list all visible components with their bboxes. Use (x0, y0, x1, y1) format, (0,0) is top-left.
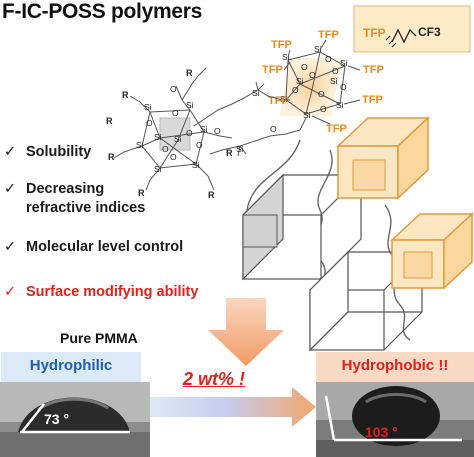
svg-text:R: R (208, 190, 215, 200)
svg-text:TFP: TFP (318, 29, 339, 41)
svg-text:O: O (270, 124, 277, 134)
svg-text:Si: Si (330, 76, 338, 86)
droplet-photo-left (0, 382, 150, 457)
svg-text:Si: Si (252, 88, 260, 98)
svg-text:O: O (214, 126, 221, 136)
svg-text:O: O (146, 118, 153, 128)
svg-text:Si: Si (154, 164, 162, 174)
svg-text:O: O (292, 85, 299, 95)
cube-orange-1 (336, 116, 430, 200)
svg-text:Si: Si (200, 124, 208, 134)
droplet-photo-right (316, 382, 474, 457)
svg-text:Si: Si (303, 110, 311, 120)
svg-text:CF3: CF3 (418, 25, 441, 39)
siloxane-linker (193, 81, 307, 157)
svg-text:O: O (301, 62, 308, 72)
cube-orange-2 (390, 212, 474, 290)
svg-text:O: O (172, 108, 179, 118)
svg-text:Si: Si (314, 44, 322, 54)
svg-text:O: O (196, 140, 203, 150)
svg-text:Si: Si (144, 102, 152, 112)
svg-text:TFP: TFP (363, 64, 384, 76)
svg-text:O: O (170, 84, 177, 94)
svg-text:Si: Si (136, 140, 144, 150)
check-icon: ✓ (4, 239, 17, 255)
bullet-surface-modifying: ✓Surface modifying ability (4, 284, 199, 300)
svg-text:Si: Si (236, 144, 244, 154)
svg-text:R: R (226, 148, 233, 158)
svg-text:TFP: TFP (326, 123, 347, 135)
hydrophobic-banner (316, 352, 474, 382)
svg-text:Si: Si (282, 52, 290, 62)
bullet-refractive-indices: ✓Decreasing refractive indices (4, 181, 146, 216)
hydrophilic-banner (1, 352, 141, 382)
check-icon: ✓ (4, 144, 17, 160)
down-arrow (208, 298, 284, 366)
concentration-label: 2 wt% ! (183, 369, 246, 389)
right-arrow (150, 387, 316, 427)
svg-text:TFP: TFP (362, 94, 383, 106)
svg-text:R: R (186, 68, 193, 78)
page-title: F-IC-POSS polymers (2, 0, 202, 23)
hydrophilic-label: Hydrophilic (29, 357, 113, 374)
svg-text:O: O (170, 152, 177, 162)
check-icon: ✓ (4, 284, 17, 300)
svg-text:Si: Si (192, 160, 200, 170)
bullet-solubility: ✓Solubility (4, 144, 92, 160)
bullet-molecular-control: ✓Molecular level control (4, 239, 184, 255)
svg-text:O: O (162, 144, 169, 154)
check-icon: ✓ (4, 181, 17, 197)
svg-text:Si: Si (154, 132, 162, 142)
svg-text:R: R (122, 90, 129, 100)
svg-text:O: O (325, 54, 332, 64)
svg-text:O: O (309, 70, 316, 80)
svg-text:O: O (320, 104, 327, 114)
svg-text:TFP: TFP (262, 64, 283, 76)
svg-text:TFP: TFP (271, 39, 292, 51)
contact-angle-left: 73 ° (44, 411, 70, 427)
cube-grey-face (242, 173, 284, 281)
svg-text:R: R (138, 188, 145, 198)
svg-text:Si: Si (174, 134, 182, 144)
contact-angle-right: 103 ° (365, 424, 398, 440)
hydrophobic-label: Hydrophobic !! (341, 357, 449, 374)
svg-text:O: O (340, 82, 347, 92)
svg-text:Si: Si (340, 58, 348, 68)
svg-text:O: O (332, 66, 339, 76)
svg-text:Si: Si (186, 100, 194, 110)
svg-text:R: R (106, 116, 113, 126)
svg-text:Si: Si (336, 100, 344, 110)
svg-text:Si: Si (280, 94, 288, 104)
pure-pmma-label: Pure PMMA (60, 330, 138, 346)
svg-text:O: O (318, 89, 325, 99)
svg-text:Si: Si (296, 76, 304, 86)
svg-text:O: O (186, 128, 193, 138)
tfp-label: TFP (363, 26, 386, 40)
cf3-group: CF3 TFP (353, 5, 471, 53)
svg-text:R: R (108, 152, 115, 162)
